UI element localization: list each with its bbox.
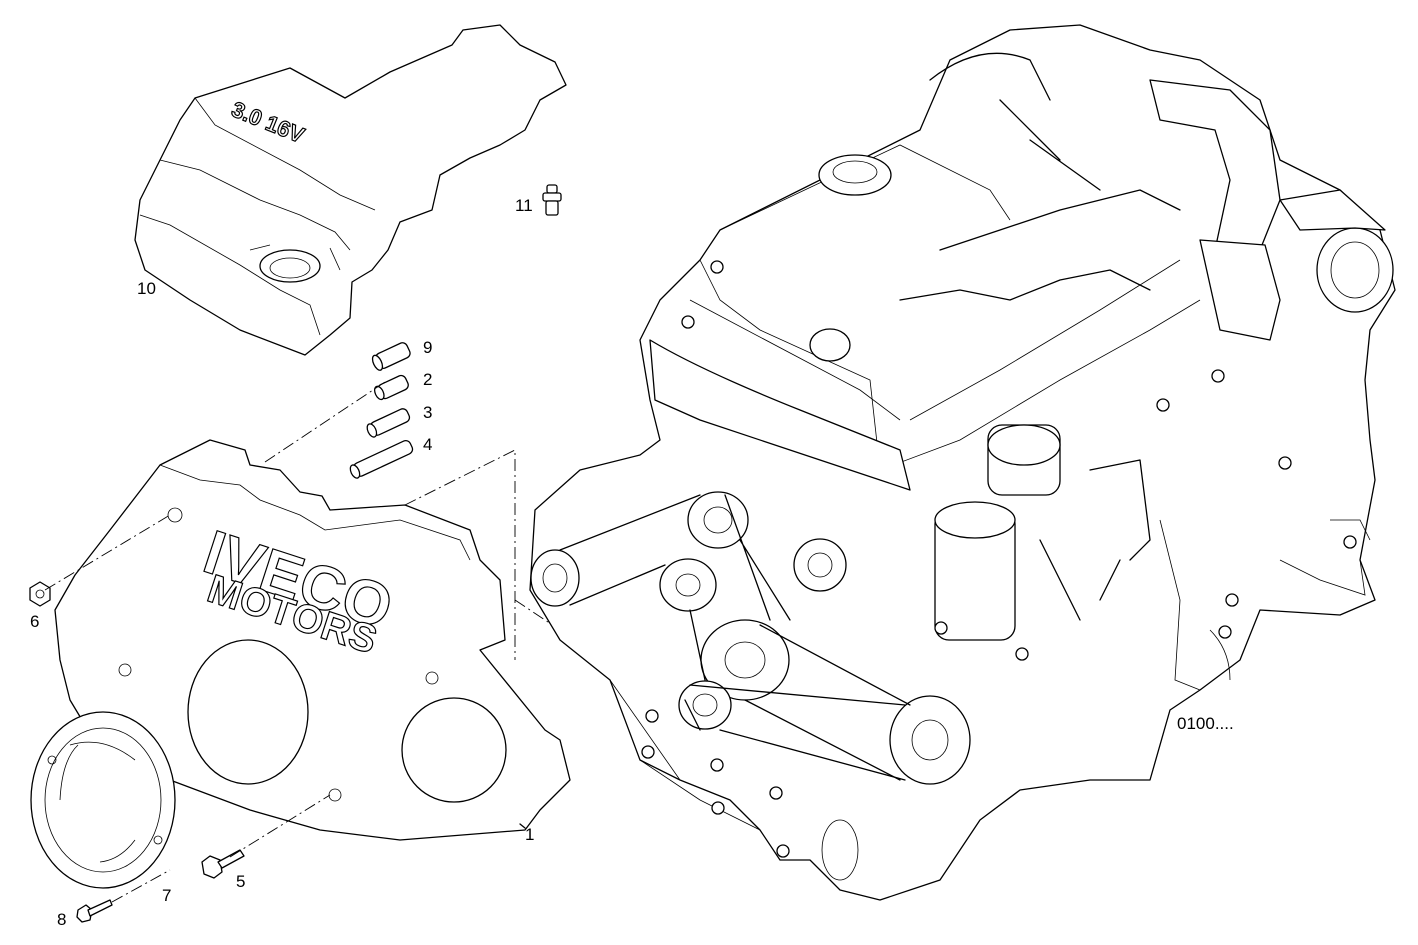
part-7-cover-plate bbox=[30, 711, 176, 889]
engine-assembly bbox=[529, 24, 1396, 901]
assembly-lines bbox=[44, 379, 561, 903]
part-4-spacer bbox=[349, 439, 414, 479]
leader-line-1 bbox=[519, 823, 526, 829]
part-2-spacer bbox=[373, 374, 409, 401]
part-5-bolt bbox=[201, 849, 245, 879]
callout-5: 5 bbox=[236, 872, 246, 891]
callout-6: 6 bbox=[30, 612, 40, 631]
engine-bolts bbox=[641, 260, 1357, 858]
part-8-screw bbox=[76, 899, 113, 923]
callout-4: 4 bbox=[423, 435, 433, 454]
callout-9: 9 bbox=[423, 338, 433, 357]
part-9-spacer bbox=[371, 342, 411, 371]
callout-10: 10 bbox=[137, 279, 156, 298]
callout-2: 2 bbox=[423, 370, 433, 389]
spacers-stack bbox=[349, 342, 414, 479]
callout-7: 7 bbox=[162, 886, 172, 905]
part-6-nut bbox=[29, 581, 51, 607]
timing-belt-cover: IVECO MOTORS bbox=[54, 439, 577, 841]
callout-8: 8 bbox=[57, 910, 67, 929]
part-3-spacer bbox=[366, 408, 411, 438]
reference-code: 0100.... bbox=[1177, 714, 1234, 733]
engine-top-cover: 3.0 16V bbox=[134, 24, 567, 356]
callout-3: 3 bbox=[423, 403, 433, 422]
callout-11: 11 bbox=[515, 196, 533, 215]
part-11-fitting bbox=[542, 184, 562, 216]
callout-1: 1 bbox=[525, 825, 535, 844]
